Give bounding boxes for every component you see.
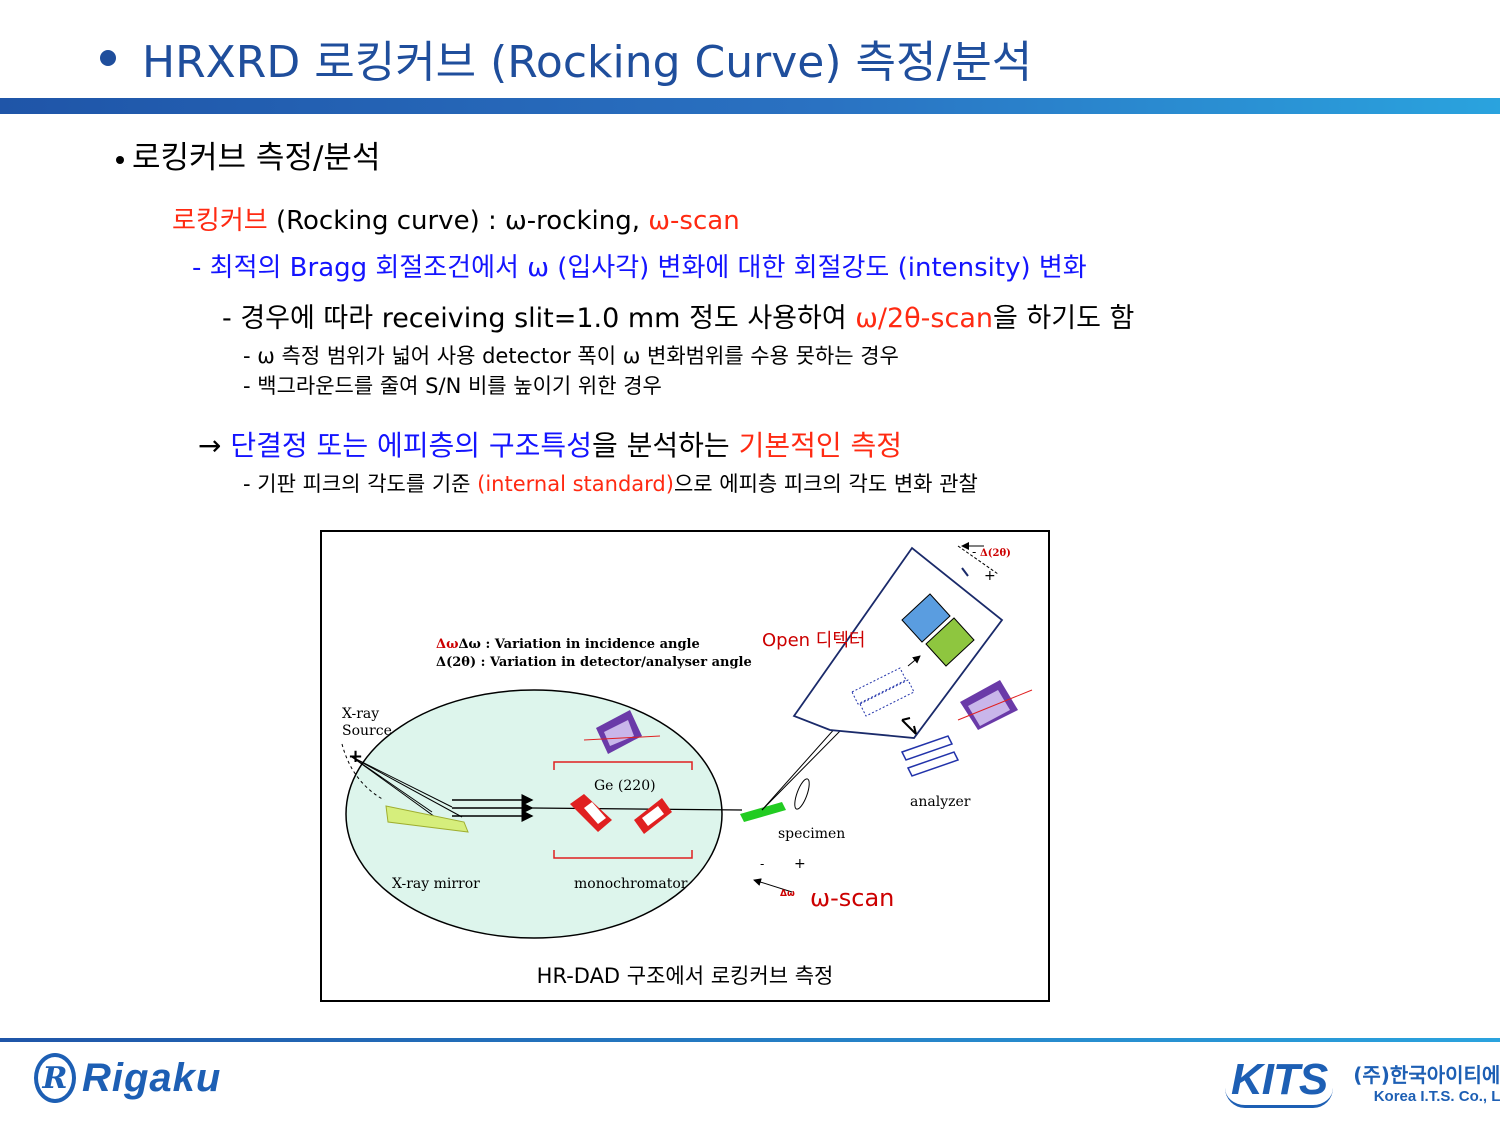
sub-item-prefix: - 경우에 따라 receiving slit=1.0 mm 정도 사용하여 bbox=[222, 303, 856, 334]
kits-korean-name: (주)한국아이티에스 bbox=[1353, 1062, 1500, 1087]
rigaku-mark-icon: R bbox=[34, 1053, 76, 1103]
move-arrow-icon bbox=[901, 717, 917, 735]
parallel-beams bbox=[452, 794, 534, 822]
hr-dad-figure: ΔωΔω : Variation in incidence angle Δ(2θ… bbox=[320, 530, 1050, 1002]
footer-bar bbox=[0, 1038, 1500, 1042]
sub-item-internal-standard: - 기판 피크의 각도를 기준 (internal standard)으로 에피… bbox=[243, 468, 978, 498]
hr-dad-diagram: ΔωΔω : Variation in incidence angle Δ(2θ… bbox=[341, 542, 1033, 939]
rotation-icon bbox=[794, 778, 810, 810]
definition-rest: (Rocking curve) : ω-rocking, bbox=[267, 206, 649, 236]
sub-item-prefix: - 기판 피크의 각도를 기준 bbox=[243, 472, 478, 496]
conclusion-blue: 단결정 또는 에피층의 구조특성 bbox=[230, 429, 592, 462]
source-arc bbox=[341, 743, 385, 801]
legend-delta-2theta: Δ(2θ) : Variation in detector/analyser a… bbox=[436, 655, 752, 670]
arrow-icon: → bbox=[198, 429, 231, 462]
rigaku-wordmark: Rigaku bbox=[82, 1055, 222, 1100]
plus-icon: + bbox=[794, 856, 806, 872]
conclusion-line: → 단결정 또는 에피층의 구조특성을 분석하는 기본적인 측정 bbox=[198, 424, 902, 464]
conclusion-red: 기본적인 측정 bbox=[738, 429, 903, 462]
sub-item-receiving-slit: - 경우에 따라 receiving slit=1.0 mm 정도 사용하여 ω… bbox=[222, 296, 1134, 335]
xray-source-label-1: X-ray bbox=[342, 706, 379, 722]
monochromator-crystal-1 bbox=[570, 794, 612, 832]
ge-label: Ge (220) bbox=[594, 778, 656, 794]
sub-item-scan: ω/2θ-scan bbox=[855, 303, 993, 334]
sub-item-suffix: 으로 에피층 피크의 각도 변화 관찰 bbox=[673, 472, 978, 496]
bullet-icon bbox=[100, 50, 116, 66]
conclusion-mid: 을 분석하는 bbox=[591, 429, 739, 462]
analyzer-icon bbox=[900, 735, 960, 777]
omega-scan-label: ω-scan bbox=[810, 884, 894, 912]
minus-icon: - bbox=[760, 857, 764, 871]
analyzer-label: analyzer bbox=[910, 794, 971, 810]
kits-wordmark: KITS bbox=[1225, 1055, 1334, 1108]
section-heading: 로킹커브 측정/분석 bbox=[116, 132, 380, 177]
optics-ellipse bbox=[345, 689, 723, 939]
figure-caption: HR-DAD 구조에서 로킹커브 측정 bbox=[536, 964, 834, 988]
source-beams bbox=[351, 756, 463, 823]
kits-names: (주)한국아이티에스 Korea I.T.S. Co., Ltd. bbox=[1353, 1059, 1500, 1105]
definition-line: 로킹커브 (Rocking curve) : ω-rocking, ω-scan bbox=[172, 200, 740, 237]
page-title-text: HRXRD 로킹커브 (Rocking Curve) 측정/분석 bbox=[142, 37, 1033, 88]
sub-item-bragg: - 최적의 Bragg 회절조건에서 ω (입사각) 변화에 대한 회절강도 (… bbox=[192, 253, 1087, 283]
bullet-icon bbox=[116, 155, 124, 164]
xray-source-label-2: Source bbox=[342, 723, 392, 739]
open-detector-icon bbox=[901, 593, 975, 667]
delta-omega-arrow bbox=[753, 878, 793, 893]
detector-tick bbox=[961, 567, 969, 577]
analyzer-crystal-outline bbox=[851, 667, 915, 717]
definition-scan: ω-scan bbox=[648, 206, 740, 236]
monochromator-label: monochromator bbox=[574, 876, 688, 892]
specimen-icon bbox=[740, 802, 786, 822]
xray-mirror-icon bbox=[385, 805, 469, 833]
mono-bracket-top bbox=[553, 761, 693, 770]
definition-term: 로킹커브 bbox=[172, 206, 268, 236]
plus-icon-2: + bbox=[984, 568, 996, 584]
header-bar bbox=[0, 98, 1500, 114]
delta-2theta-arc bbox=[957, 545, 999, 575]
sub-item-background: - 백그라운드를 줄여 S/N 비를 높이기 위한 경우 bbox=[243, 374, 662, 398]
minus-icon-2: - bbox=[972, 545, 976, 559]
kits-logo: KITS (주)한국아이티에스 Korea I.T.S. Co., Ltd. bbox=[1225, 1055, 1500, 1108]
main-beam bbox=[531, 807, 743, 811]
mono-bracket-bottom bbox=[553, 850, 693, 859]
sub-item-red: (internal standard) bbox=[477, 472, 674, 496]
rigaku-logo: R Rigaku bbox=[34, 1053, 221, 1103]
sub-item-range: - ω 측정 범위가 넓어 사용 detector 폭이 ω 변화범위를 수용 … bbox=[243, 344, 899, 368]
specimen-label: specimen bbox=[778, 826, 845, 842]
kits-english-name: Korea I.T.S. Co., Ltd. bbox=[1373, 1087, 1500, 1105]
page-title: HRXRD 로킹커브 (Rocking Curve) 측정/분석 bbox=[100, 26, 1032, 90]
delta-omega-label: Δω bbox=[780, 889, 795, 899]
open-detector-label: Open 디텍터 bbox=[762, 630, 865, 651]
outer-crystal-icon bbox=[957, 680, 1033, 730]
sub-item-suffix: 을 하기도 함 bbox=[993, 303, 1135, 334]
channel-cut-crystal-icon bbox=[583, 710, 661, 754]
detector-housing bbox=[792, 546, 1004, 739]
xray-mirror-label: X-ray mirror bbox=[392, 876, 480, 892]
legend-delta-omega: ΔωΔω : Variation in incidence angle bbox=[436, 637, 700, 652]
section-heading-text: 로킹커브 측정/분석 bbox=[132, 140, 381, 176]
monochromator-crystal-2 bbox=[634, 798, 672, 834]
small-arrow bbox=[907, 655, 921, 667]
delta-2theta-label: Δ(2θ) bbox=[980, 548, 1011, 559]
